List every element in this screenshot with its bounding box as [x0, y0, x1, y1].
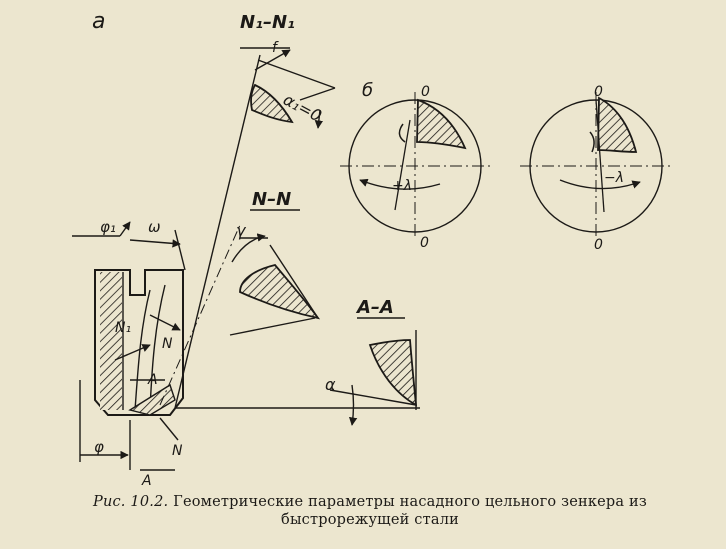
circle-positive-lambda [340, 92, 492, 240]
phi1-label: φ₁ [100, 218, 116, 236]
omega-label: ω [148, 218, 161, 236]
a-dim-label: A [141, 473, 152, 489]
zero-top-right: 0 [594, 84, 603, 100]
zero-bottom-right: 0 [594, 237, 603, 253]
n1-marker-label: N₁ [115, 320, 131, 336]
a-marker-label: A [147, 372, 158, 388]
gamma-label: γ [236, 221, 247, 240]
alpha-label: α [325, 375, 336, 394]
n-dim-label: N [172, 443, 183, 459]
n-marker-label: N [162, 336, 173, 352]
dim-f-label: f [272, 40, 279, 56]
lambda-negative-label: −λ [604, 170, 624, 186]
zero-bottom-left: 0 [420, 235, 429, 251]
countersink-body [94, 269, 184, 416]
section-n-n [231, 209, 321, 320]
section-a-title: A–A [355, 297, 394, 318]
section-n1-n1 [240, 47, 336, 129]
section-a-a [329, 317, 418, 426]
lambda-positive-label: +λ [392, 178, 412, 194]
caption-text: Геометрические параметры насадного цельн… [173, 494, 648, 528]
figure-caption: Рис. 10.2. Геометрические параметры наса… [40, 493, 700, 529]
section-n-title: N–N [252, 189, 291, 210]
view-label-a: а [92, 9, 105, 34]
section-n1-title: N₁–N₁ [240, 12, 295, 33]
zero-top-left: 0 [421, 84, 430, 100]
view-label-b: б [362, 80, 373, 101]
phi-label: φ [94, 438, 104, 456]
technical-drawing: а б N₁–N₁ N–N A–A f α₁=0 γ α φ₁ ω φ A N … [72, 9, 672, 489]
caption-prefix: Рис. 10.2. [92, 494, 169, 510]
circle-negative-lambda [520, 92, 672, 240]
